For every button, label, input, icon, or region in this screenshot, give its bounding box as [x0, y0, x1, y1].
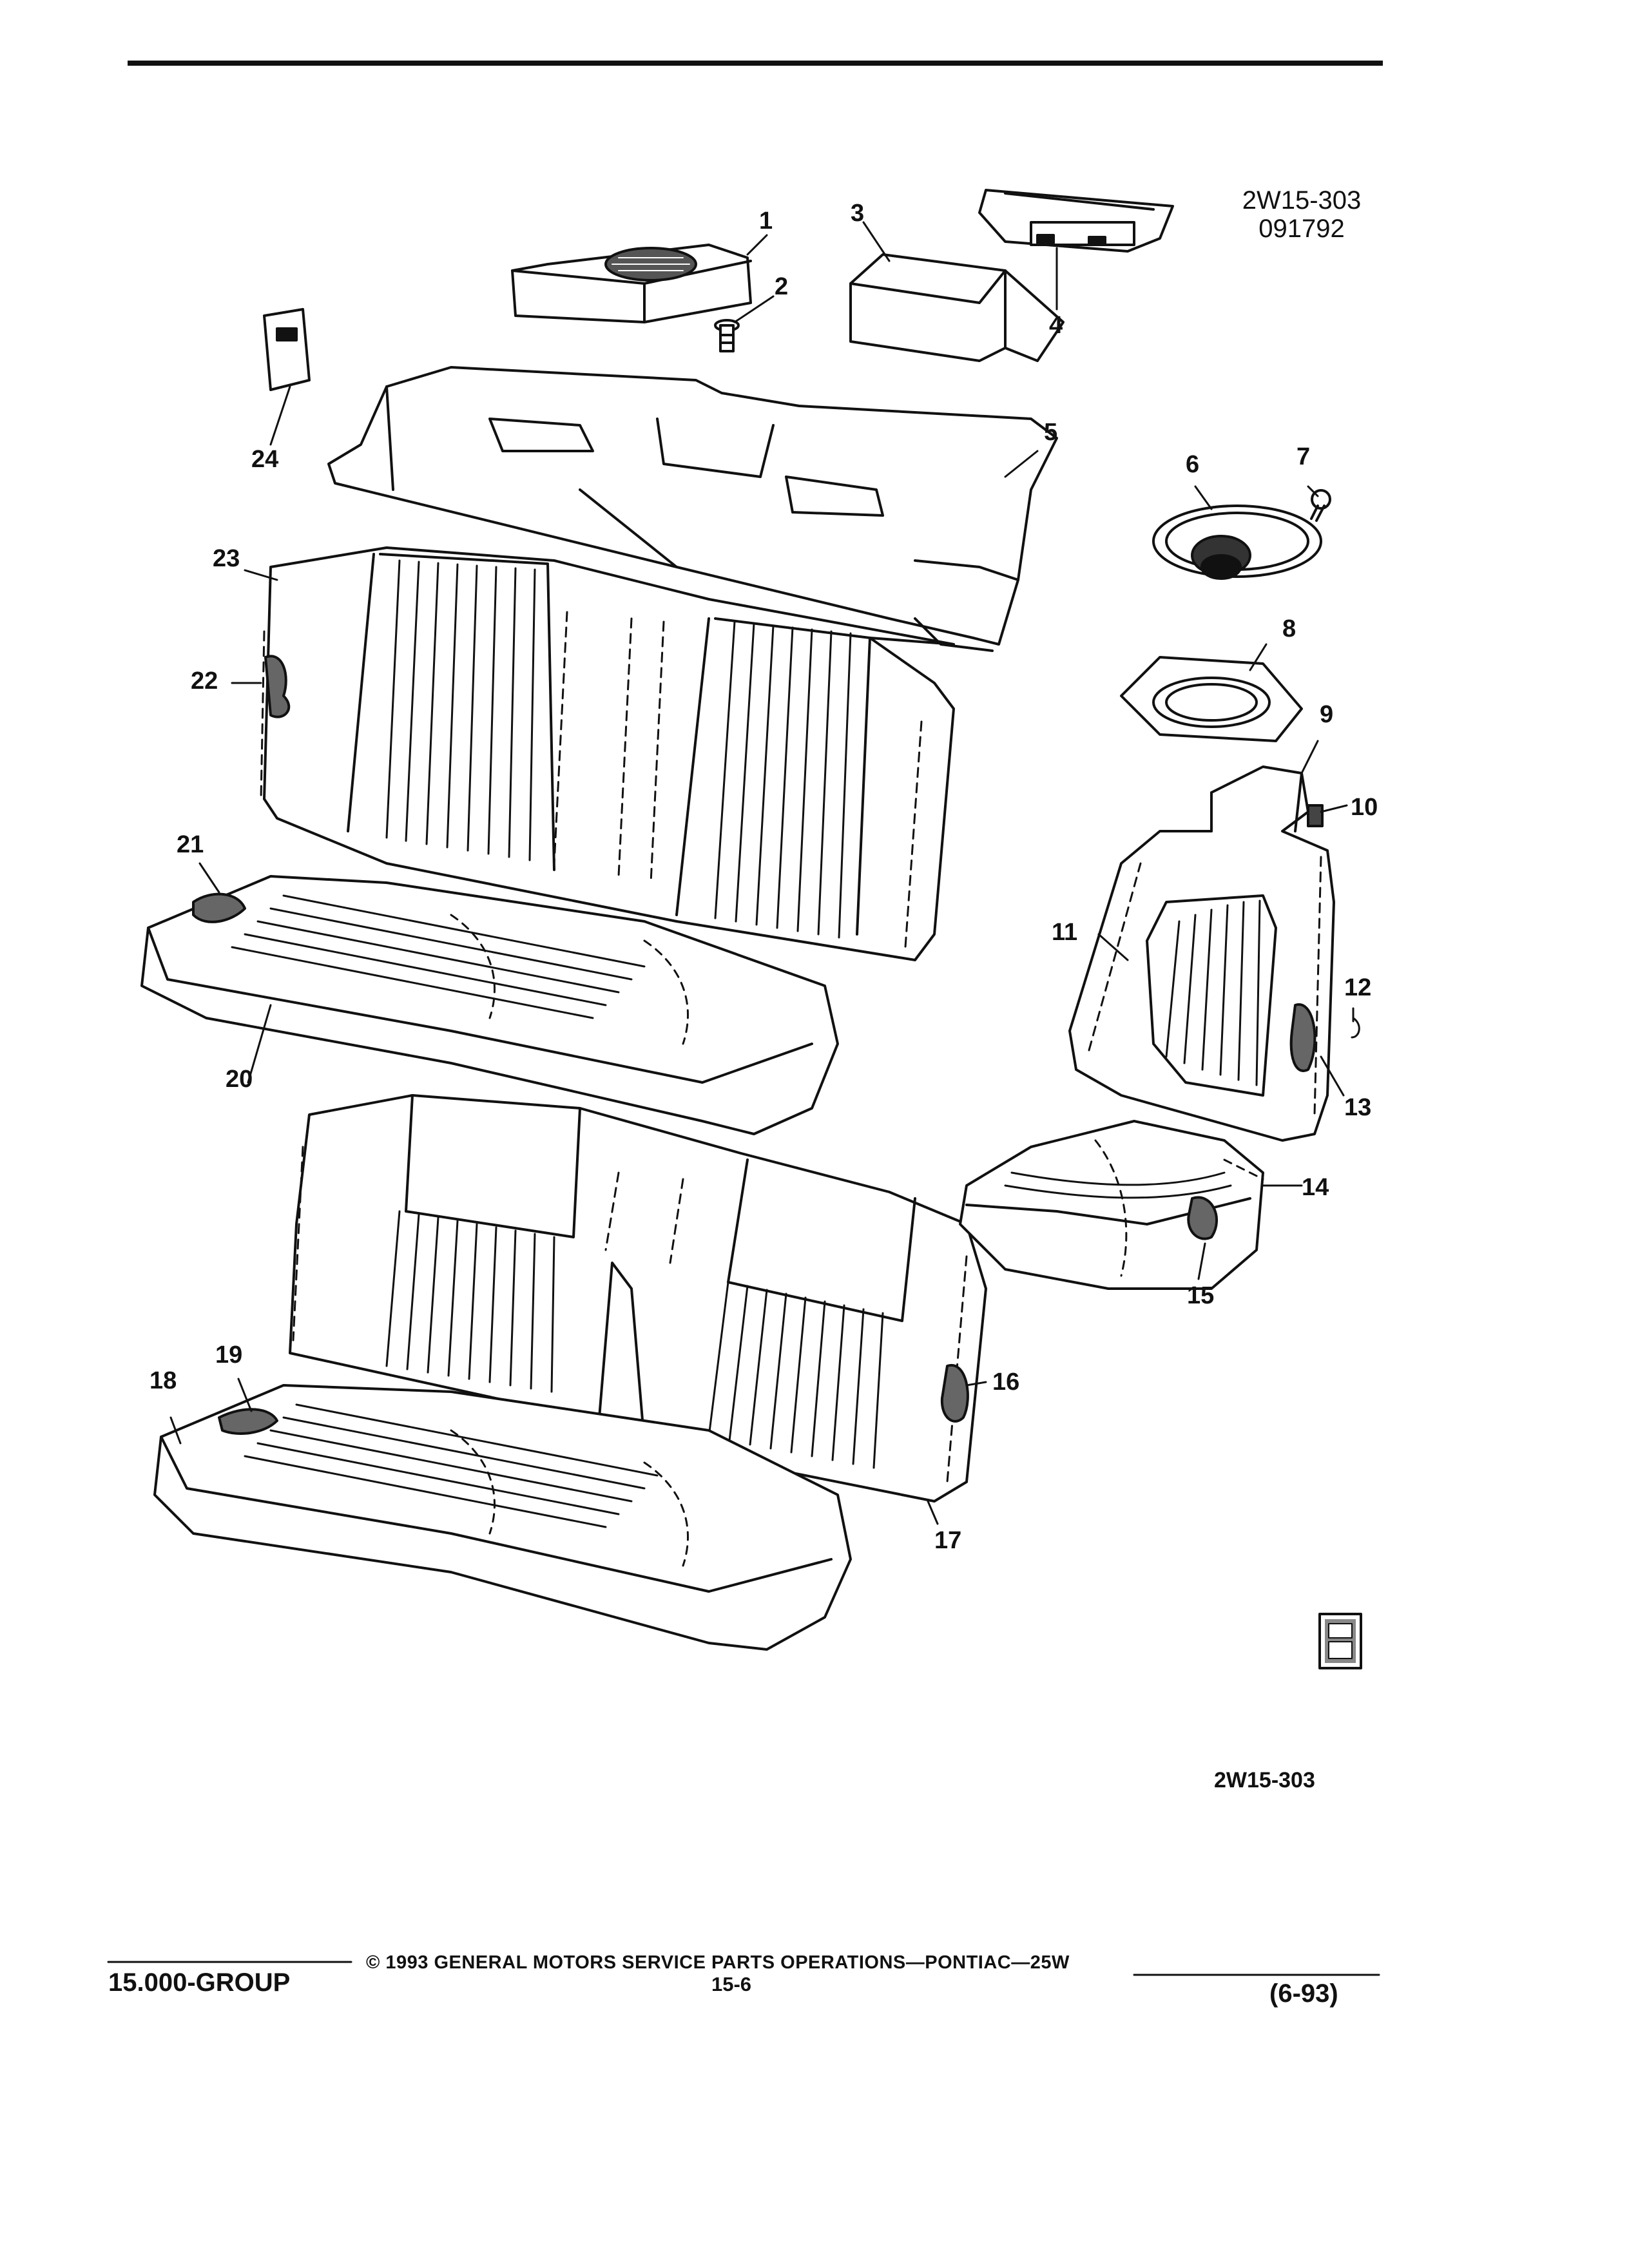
callout-23: 23 [213, 545, 240, 572]
callout-1: 1 [759, 207, 773, 235]
rear-seat-cushion-lower [153, 1384, 852, 1651]
callout-14: 14 [1302, 1174, 1329, 1201]
callout-17: 17 [934, 1527, 962, 1554]
callout-18: 18 [149, 1367, 177, 1394]
gm-spo-badge [1318, 1613, 1362, 1669]
callout-15: 15 [1187, 1282, 1215, 1309]
part-1-speaker-enclosure [511, 244, 752, 323]
callout-8: 8 [1282, 615, 1296, 642]
callout-13: 13 [1344, 1094, 1372, 1121]
callout-leaders [169, 221, 1354, 1525]
callout-11: 11 [1052, 919, 1078, 946]
part-6-speaker [1152, 505, 1322, 580]
top-rule [128, 61, 1383, 66]
part-7-screw [1310, 489, 1331, 522]
callout-3: 3 [851, 200, 865, 227]
callout-24: 24 [251, 446, 279, 473]
diagram-date: 091792 [1258, 215, 1345, 243]
callout-6: 6 [1186, 451, 1200, 478]
callout-5: 5 [1044, 419, 1058, 446]
part-5-package-shelf [327, 366, 1058, 652]
callout-2: 2 [775, 273, 789, 300]
part-3-headrest [849, 253, 1065, 362]
callout-4: 4 [1049, 312, 1063, 339]
callout-9: 9 [1320, 701, 1334, 728]
part-2-fastener [714, 319, 740, 352]
lower-diagram-code: 2W15-303 [1214, 1768, 1315, 1792]
footer-group: 15.000-GROUP [108, 1968, 291, 1997]
callout-16: 16 [992, 1369, 1020, 1396]
callout-19: 19 [215, 1341, 243, 1369]
upper-rear-seat-back [260, 546, 955, 961]
footer-copyright: © 1993 GENERAL MOTORS SERVICE PARTS OPER… [366, 1952, 1070, 1973]
diagram-code: 2W15-303 [1242, 186, 1362, 215]
part-8-speaker-adapter [1120, 656, 1303, 742]
callout-21: 21 [177, 831, 204, 858]
front-seat-back [1068, 765, 1360, 1142]
callout-20: 20 [226, 1066, 253, 1093]
callout-22: 22 [191, 668, 218, 695]
part-4-bracket [978, 189, 1174, 253]
callout-7: 7 [1296, 443, 1311, 470]
callout-12: 12 [1344, 974, 1372, 1001]
footer-date-code: (6-93) [1269, 1979, 1338, 2008]
part-24-clip [263, 308, 311, 391]
footer-page-number: 15-6 [711, 1973, 752, 1995]
rear-seat-cushion-upper [140, 875, 839, 1135]
front-seat-cushion [959, 1120, 1264, 1290]
lower-rear-seat-back [289, 1094, 987, 1503]
callout-10: 10 [1351, 794, 1378, 821]
